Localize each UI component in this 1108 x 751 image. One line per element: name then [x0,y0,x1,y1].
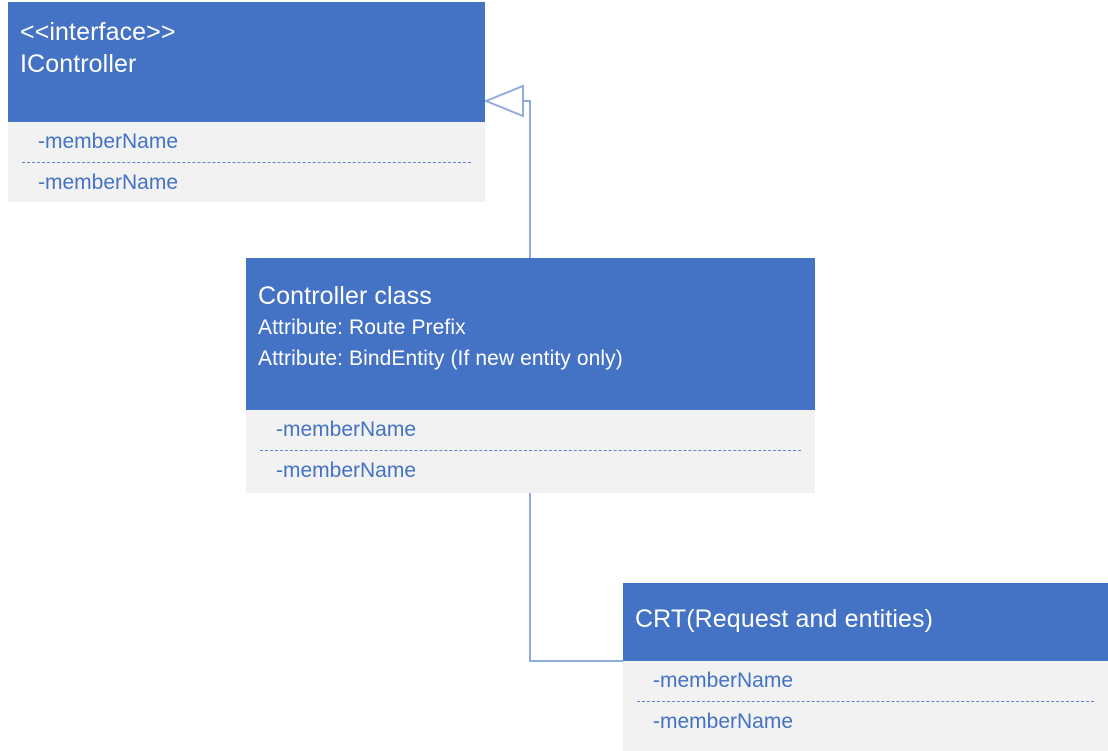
connector-controller-to-icontroller [522,100,531,258]
class-title-crt: CRT(Request and entities) [635,605,934,633]
class-member: -memberName [653,710,794,733]
hollow-triangle-arrowhead-icon [483,84,524,118]
class-header-crt: CRT(Request and entities) [623,583,1108,661]
class-member: -memberName [38,171,179,194]
class-box-crt[interactable]: CRT(Request and entities) -memberName -m… [623,583,1108,751]
class-members-controller: -memberName -memberName [246,410,815,493]
class-title-controller: Controller class [258,282,432,310]
class-box-icontroller[interactable]: <<interface>> IController -memberName -m… [8,2,485,202]
class-attribute: Attribute: BindEntity (If new entity onl… [258,347,623,370]
class-header-icontroller: <<interface>> IController [8,2,485,122]
member-divider [22,162,471,163]
member-divider [260,450,801,451]
connector-controller-to-crt [529,493,623,662]
class-member: -memberName [276,418,417,441]
class-members-icontroller: -memberName -memberName [8,122,485,202]
class-attribute: Attribute: Route Prefix [258,316,466,339]
member-divider [637,701,1094,702]
class-title-icontroller: <<interface>> IController [20,18,176,78]
class-header-controller: Controller class Attribute: Route Prefix… [246,258,815,410]
class-box-controller[interactable]: Controller class Attribute: Route Prefix… [246,258,815,493]
class-member: -memberName [653,669,794,692]
class-members-crt: -memberName -memberName [623,661,1108,751]
class-member: -memberName [38,130,179,153]
class-member: -memberName [276,459,417,482]
